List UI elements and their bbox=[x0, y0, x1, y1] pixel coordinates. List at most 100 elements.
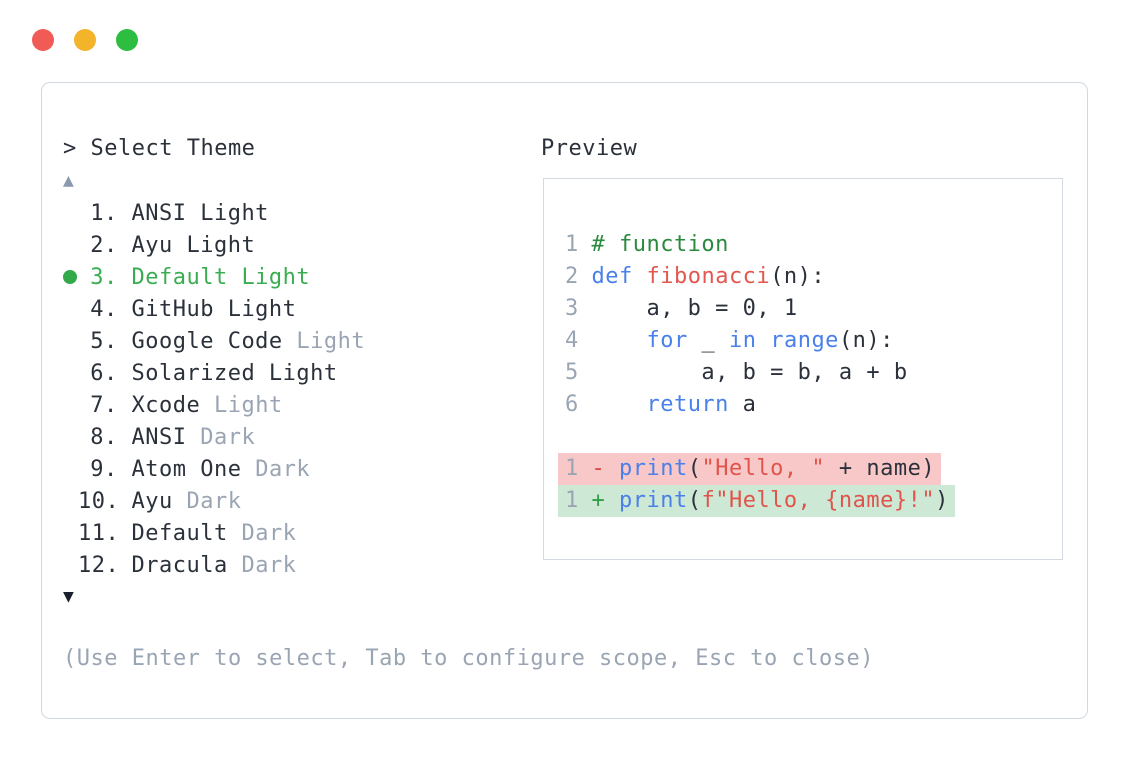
code-token-plain: _ bbox=[687, 328, 729, 353]
code-token-string: "Hello, " bbox=[701, 456, 826, 481]
code-token-keyword: for bbox=[646, 328, 688, 353]
help-text: (Use Enter to select, Tab to configure s… bbox=[63, 646, 874, 671]
code-token-plain bbox=[591, 328, 646, 353]
theme-item-8[interactable]: 8. ANSI Dark bbox=[63, 421, 365, 453]
code-token-minus: - bbox=[591, 456, 606, 481]
theme-number: 1. bbox=[90, 200, 118, 226]
code-token-plain: (n): bbox=[770, 264, 826, 289]
theme-number: 11. bbox=[78, 520, 120, 546]
diff-line-added: 1 + print(f"Hello, {name}!") bbox=[558, 485, 955, 517]
theme-number: 7. bbox=[90, 392, 118, 418]
bullet-spacer bbox=[63, 325, 78, 357]
theme-item-12[interactable]: 12. Dracula Dark bbox=[63, 549, 365, 581]
bullet-spacer bbox=[63, 517, 78, 549]
theme-item-2[interactable]: 2. Ayu Light bbox=[63, 229, 365, 261]
code-token-plain: ( bbox=[687, 456, 702, 481]
theme-item-9[interactable]: 9. Atom One Dark bbox=[63, 453, 365, 485]
code-token-string: f"Hello, {name}!" bbox=[701, 488, 936, 513]
close-circle-icon[interactable] bbox=[32, 29, 54, 51]
theme-label: Ayu Dark bbox=[117, 488, 242, 514]
theme-number: 9. bbox=[90, 456, 118, 482]
minimize-circle-icon[interactable] bbox=[74, 29, 96, 51]
code-token-keyword: in bbox=[728, 328, 757, 353]
diff-line-removed: 1- print("Hello, " + name) bbox=[558, 453, 942, 485]
bullet-spacer bbox=[63, 197, 78, 229]
code-token-plain bbox=[605, 456, 619, 481]
code-line: 1 # function bbox=[558, 229, 735, 261]
theme-label: Atom One Dark bbox=[117, 456, 311, 482]
theme-item-11[interactable]: 11. Default Dark bbox=[63, 517, 365, 549]
code-token-plain bbox=[605, 488, 619, 513]
theme-number: 3. bbox=[90, 264, 118, 290]
theme-item-4[interactable]: 4. GitHub Light bbox=[63, 293, 365, 325]
code-token-plain: a, b = b, a + b bbox=[591, 360, 908, 385]
code-line: 6 return a bbox=[558, 389, 762, 421]
code-token-plain: + name) bbox=[825, 456, 936, 481]
theme-number: 8. bbox=[90, 424, 118, 450]
maximize-circle-icon[interactable] bbox=[116, 29, 138, 51]
code-token-plain: ) bbox=[935, 488, 949, 513]
line-number: 6 bbox=[565, 392, 579, 417]
code-line: 4 for _ in range(n): bbox=[558, 325, 900, 357]
theme-item-6[interactable]: 6. Solarized Light bbox=[63, 357, 365, 389]
code-token-plain: (n): bbox=[838, 328, 894, 353]
line-number: 1 bbox=[565, 232, 579, 257]
code-token-plain bbox=[633, 264, 647, 289]
code-token-func: fibonacci bbox=[646, 264, 771, 289]
scroll-up-icon[interactable]: ▲ bbox=[63, 170, 75, 191]
theme-label: Default Light bbox=[117, 264, 311, 290]
bullet-spacer bbox=[63, 421, 78, 453]
theme-item-3[interactable]: 3. Default Light bbox=[63, 261, 365, 293]
theme-number: 12. bbox=[78, 552, 120, 578]
theme-number: 2. bbox=[90, 232, 118, 258]
code-line: 2 def fibonacci(n): bbox=[558, 261, 831, 293]
theme-number: 4. bbox=[90, 296, 118, 322]
theme-label: Ayu Light bbox=[117, 232, 256, 258]
code-blank-line bbox=[558, 421, 571, 453]
code-token-plus: + bbox=[591, 488, 606, 513]
theme-item-5[interactable]: 5. Google Code Light bbox=[63, 325, 365, 357]
line-number: 5 bbox=[565, 360, 579, 385]
code-token-keyword: print bbox=[618, 488, 688, 513]
code-token-plain: ( bbox=[687, 488, 702, 513]
line-number: 1 bbox=[565, 488, 579, 513]
bullet-spacer bbox=[63, 549, 78, 581]
theme-item-10[interactable]: 10. Ayu Dark bbox=[63, 485, 365, 517]
code-line: 5 a, b = b, a + b bbox=[558, 357, 914, 389]
line-number: 2 bbox=[565, 264, 579, 289]
code-token-plain bbox=[591, 392, 646, 417]
selected-dot-icon bbox=[63, 261, 78, 293]
theme-item-7[interactable]: 7. Xcode Light bbox=[63, 389, 365, 421]
theme-label: Solarized Light bbox=[117, 360, 338, 386]
scroll-down-icon[interactable]: ▼ bbox=[63, 586, 75, 607]
theme-number: 5. bbox=[90, 328, 118, 354]
theme-label: ANSI Dark bbox=[117, 424, 256, 450]
bullet-spacer bbox=[63, 293, 78, 325]
theme-number: 6. bbox=[90, 360, 118, 386]
bullet-spacer bbox=[63, 453, 78, 485]
bullet-spacer bbox=[63, 357, 78, 389]
theme-label: Xcode Light bbox=[117, 392, 283, 418]
code-token-keyword: return bbox=[646, 392, 729, 417]
code-line: 3 a, b = 0, 1 bbox=[558, 293, 804, 325]
line-number: 4 bbox=[565, 328, 579, 353]
code-token-plain: a bbox=[728, 392, 757, 417]
code-token-keyword: range bbox=[770, 328, 839, 353]
line-number: 1 bbox=[565, 456, 579, 481]
theme-item-1[interactable]: 1. ANSI Light bbox=[63, 197, 365, 229]
theme-label: GitHub Light bbox=[117, 296, 297, 322]
code-token-plain: a, b = 0, 1 bbox=[591, 296, 798, 321]
code-token-comment: # function bbox=[591, 232, 729, 257]
bullet-spacer bbox=[63, 485, 78, 517]
theme-label: Dracula Dark bbox=[117, 552, 297, 578]
theme-label: Google Code Light bbox=[117, 328, 366, 354]
select-theme-prompt: > Select Theme bbox=[63, 136, 256, 161]
code-token-keyword: def bbox=[591, 264, 633, 289]
bullet-spacer bbox=[63, 389, 78, 421]
line-number: 3 bbox=[565, 296, 579, 321]
window-controls bbox=[32, 29, 138, 51]
